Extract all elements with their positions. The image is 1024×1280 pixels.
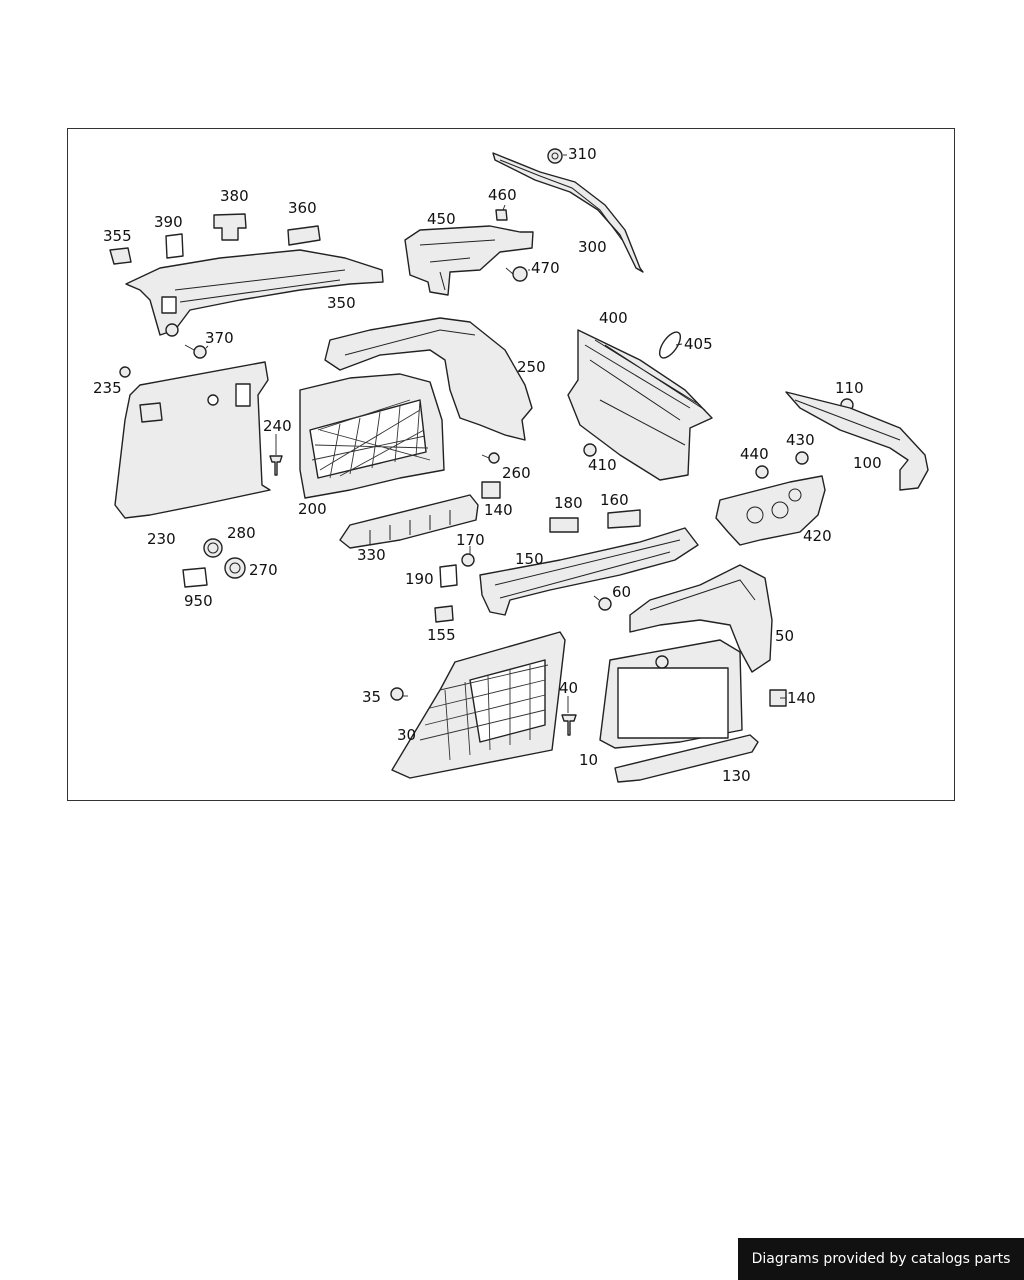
- part-240-rivet[interactable]: [269, 455, 283, 476]
- callout-230: 230: [147, 530, 176, 548]
- part-440-screw[interactable]: [755, 465, 769, 479]
- part-950-pad[interactable]: [182, 567, 208, 588]
- part-450-bracket[interactable]: [404, 225, 534, 296]
- callout-355: 355: [103, 227, 132, 245]
- callout-380: 380: [220, 187, 249, 205]
- part-310-clip[interactable]: [547, 148, 563, 164]
- part-170-screw[interactable]: [461, 553, 475, 567]
- part-350-upper-panel[interactable]: [125, 249, 384, 337]
- callout-400: 400: [599, 309, 628, 327]
- callout-30: 30: [397, 726, 416, 744]
- callout-390: 390: [154, 213, 183, 231]
- callout-460: 460: [488, 186, 517, 204]
- callout-420: 420: [803, 527, 832, 545]
- callout-310: 310: [568, 145, 597, 163]
- callout-170: 170: [456, 531, 485, 549]
- callout-35: 35: [362, 688, 381, 706]
- part-390-pad[interactable]: [165, 233, 184, 259]
- callout-260: 260: [502, 464, 531, 482]
- part-405-grommet[interactable]: [656, 329, 685, 362]
- part-370-screw[interactable]: [184, 344, 207, 359]
- part-355-clip[interactable]: [109, 247, 132, 265]
- part-280-grommet[interactable]: [203, 538, 223, 558]
- callout-440: 440: [740, 445, 769, 463]
- part-100-rail[interactable]: [785, 391, 929, 491]
- callout-370: 370: [205, 329, 234, 347]
- part-360-clip[interactable]: [287, 225, 321, 246]
- callout-300: 300: [578, 238, 607, 256]
- part-140-nut-a[interactable]: [481, 481, 501, 499]
- callout-180: 180: [554, 494, 583, 512]
- callout-40: 40: [559, 679, 578, 697]
- part-230-side-panel[interactable]: [114, 361, 271, 519]
- part-470-screw[interactable]: [505, 266, 528, 282]
- part-250-side-trim[interactable]: [324, 317, 533, 441]
- callout-60: 60: [612, 583, 631, 601]
- part-430-nut[interactable]: [795, 451, 809, 465]
- part-330-lower-rail[interactable]: [339, 494, 479, 549]
- callout-330: 330: [357, 546, 386, 564]
- callout-430: 430: [786, 431, 815, 449]
- callout-155: 155: [427, 626, 456, 644]
- part-155-clip[interactable]: [434, 605, 454, 623]
- credit-banner: Diagrams provided by catalogs parts: [738, 1238, 1024, 1280]
- part-140-nut-b[interactable]: [769, 689, 787, 707]
- part-420-bracket[interactable]: [715, 475, 826, 546]
- part-200-net-panel[interactable]: [299, 373, 445, 499]
- callout-280: 280: [227, 524, 256, 542]
- part-150-sill[interactable]: [479, 527, 699, 616]
- callout-130: 130: [722, 767, 751, 785]
- part-130-sill-cover[interactable]: [614, 734, 759, 783]
- leader-lines: [205, 154, 786, 713]
- part-460-clip[interactable]: [495, 209, 508, 221]
- part-30-net-frame[interactable]: [391, 631, 566, 779]
- callout-140-a: 140: [484, 501, 513, 519]
- callout-190: 190: [405, 570, 434, 588]
- callout-405: 405: [684, 335, 713, 353]
- part-190-plate[interactable]: [439, 564, 458, 588]
- part-300-trim-strip[interactable]: [492, 152, 644, 273]
- part-35-nut[interactable]: [390, 687, 404, 701]
- callout-150: 150: [515, 550, 544, 568]
- callout-250: 250: [517, 358, 546, 376]
- callout-470: 470: [531, 259, 560, 277]
- part-400-load-panel[interactable]: [567, 329, 713, 481]
- callout-140-b: 140: [787, 689, 816, 707]
- part-260-screw[interactable]: [481, 452, 500, 464]
- part-380-clip[interactable]: [213, 213, 247, 241]
- part-10-lower-panel[interactable]: [599, 639, 743, 749]
- callout-50: 50: [775, 627, 794, 645]
- callout-410: 410: [588, 456, 617, 474]
- callout-110: 110: [835, 379, 864, 397]
- callout-235: 235: [93, 379, 122, 397]
- part-50-side-trim[interactable]: [629, 564, 773, 673]
- callout-200: 200: [298, 500, 327, 518]
- callout-360: 360: [288, 199, 317, 217]
- part-40-rivet[interactable]: [561, 714, 577, 736]
- callout-160: 160: [600, 491, 629, 509]
- part-180-clip[interactable]: [549, 517, 579, 533]
- part-410-screw[interactable]: [583, 443, 597, 457]
- part-235-nut[interactable]: [119, 366, 131, 378]
- part-270-plug[interactable]: [224, 557, 246, 579]
- callout-270: 270: [249, 561, 278, 579]
- callout-350: 350: [327, 294, 356, 312]
- callout-100: 100: [853, 454, 882, 472]
- callout-240: 240: [263, 417, 292, 435]
- callouts: 310 460 380 390 360 355 450 300 470 350 …: [93, 145, 882, 785]
- part-60-screw[interactable]: [593, 595, 612, 611]
- callout-450: 450: [427, 210, 456, 228]
- part-160-clip[interactable]: [607, 509, 641, 529]
- callout-10: 10: [579, 751, 598, 769]
- callout-950: 950: [184, 592, 213, 610]
